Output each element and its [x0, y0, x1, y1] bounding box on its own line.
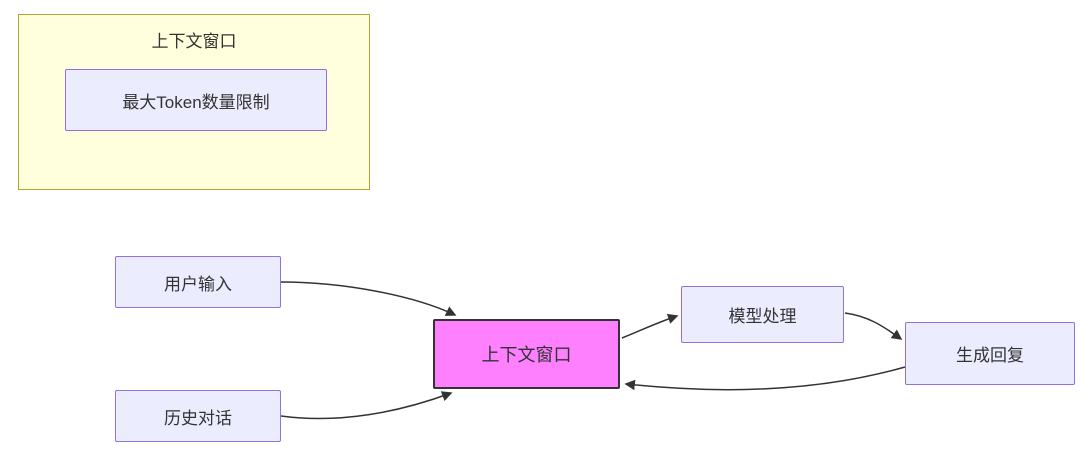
node-generate-reply: 生成回复 — [905, 322, 1075, 385]
edge-reply-to-context — [624, 366, 906, 391]
subgraph-title: 上下文窗口 — [151, 32, 237, 51]
node-history-dialog: 历史对话 — [115, 390, 281, 442]
node-model-processing: 模型处理 — [681, 286, 844, 343]
edge-context-to-model — [621, 313, 679, 339]
edge-model-to-reply — [844, 312, 903, 340]
node-user-input: 用户输入 — [115, 256, 281, 308]
edge-history-to-context — [280, 391, 453, 420]
node-context-window: 上下文窗口 — [433, 319, 620, 389]
subgraph-context-window: 上下文窗口 最大Token数量限制 — [18, 14, 370, 190]
edge-user-input-to-context — [280, 281, 457, 316]
node-max-token-limit: 最大Token数量限制 — [65, 69, 327, 131]
